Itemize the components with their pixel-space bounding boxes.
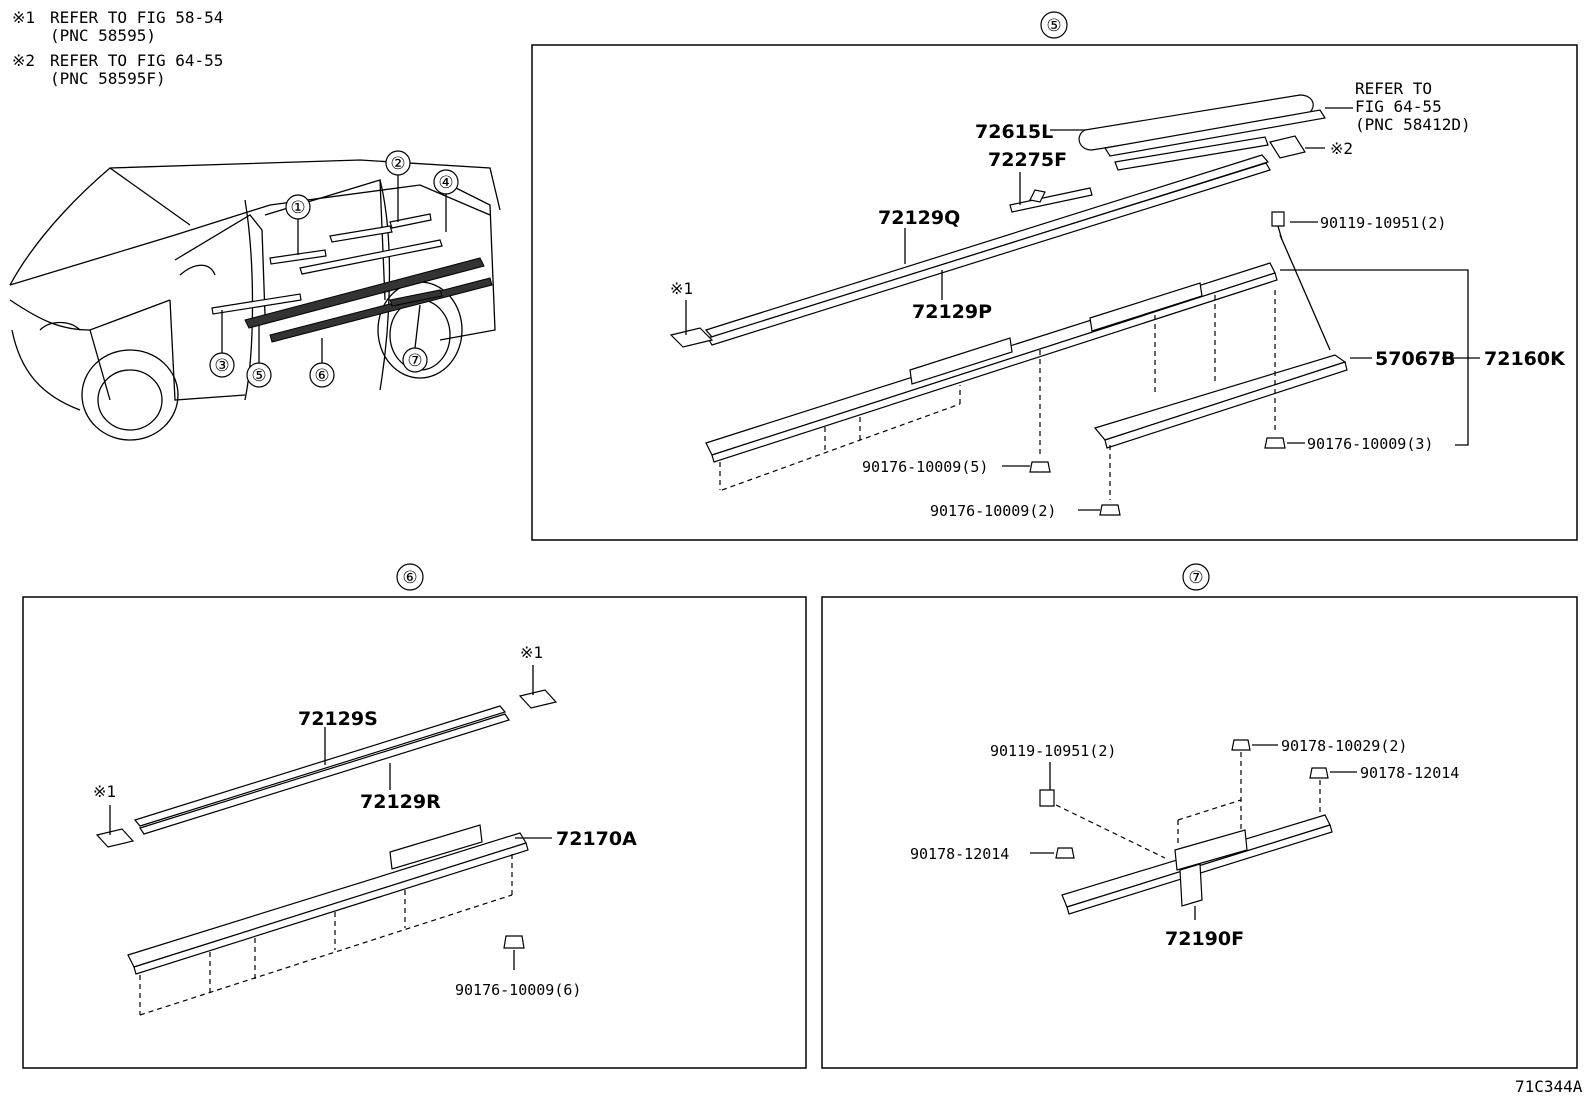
svg-text:※1: ※1 — [520, 643, 543, 662]
callout-7: ⑦ — [402, 304, 428, 373]
svg-text:72129Q: 72129Q — [878, 207, 960, 229]
svg-text:90119-10951(2): 90119-10951(2) — [990, 742, 1116, 760]
svg-text:90119-10951(2): 90119-10951(2) — [1320, 214, 1446, 232]
rail-72129Q — [704, 154, 1270, 338]
callout-6: ⑥ — [309, 338, 335, 388]
panel-7: ⑦ 90119-10951(2) 90178-10029(2) 90178-12… — [821, 563, 1578, 1069]
panel-7-title: ⑦ — [1188, 568, 1203, 588]
svg-text:※1: ※1 — [670, 279, 693, 298]
svg-text:⑦: ⑦ — [407, 351, 422, 371]
pad-ref1-right — [518, 689, 558, 709]
svg-text:※1: ※1 — [93, 782, 116, 801]
svg-text:⑤: ⑤ — [251, 366, 266, 386]
vehicle-overview: ① ② ③ ④ ⑤ ⑥ ⑦ — [9, 150, 501, 441]
svg-text:90178-12014: 90178-12014 — [1360, 764, 1459, 782]
svg-text:72275F: 72275F — [988, 149, 1067, 171]
nut-90178-10029 — [1231, 739, 1251, 751]
nut-90178-12014-right — [1309, 767, 1329, 779]
bolt-90119 — [1271, 211, 1285, 227]
svg-text:90176-10009(3): 90176-10009(3) — [1307, 435, 1433, 453]
clip-6 — [503, 935, 525, 949]
svg-text:90178-10029(2): 90178-10029(2) — [1281, 737, 1407, 755]
svg-text:FIG 64-55: FIG 64-55 — [1355, 97, 1442, 116]
clip-2 — [1099, 504, 1121, 516]
clip-3 — [1264, 437, 1286, 449]
rail-72129S — [133, 705, 507, 827]
panel-5: ⑤ 72615L REFER TO FIG 64-55 (PNC 58412D)… — [531, 11, 1578, 541]
support-57067B — [1093, 354, 1347, 441]
svg-text:②: ② — [390, 154, 405, 174]
svg-text:72129S: 72129S — [298, 708, 378, 730]
svg-text:90176-10009(6): 90176-10009(6) — [455, 981, 581, 999]
panel-6: ⑥ ※1 72129S 72129R ※1 72170A 90176-10009… — [22, 563, 807, 1069]
callout-2: ② — [385, 150, 411, 222]
clip-5 — [1029, 461, 1051, 473]
note-2: ※2 REFER TO FIG 64-55 (PNC 58595F) — [12, 51, 223, 88]
callout-3: ③ — [209, 310, 235, 378]
svg-text:(PNC 58412D): (PNC 58412D) — [1355, 115, 1471, 134]
bolt-90119-p7 — [1039, 789, 1055, 807]
svg-text:72129P: 72129P — [912, 301, 992, 323]
svg-text:(PNC 58595F): (PNC 58595F) — [50, 69, 166, 88]
callout-4: ④ — [433, 169, 459, 232]
figure-code: 71C344A — [1515, 1077, 1583, 1096]
rail-assembly-72170A — [127, 832, 527, 968]
svg-text:※2: ※2 — [1330, 139, 1353, 158]
svg-text:72129R: 72129R — [360, 791, 441, 813]
svg-text:※2: ※2 — [12, 51, 35, 70]
note-1: ※1 REFER TO FIG 58-54 (PNC 58595) — [12, 8, 223, 45]
callout-1: ① — [285, 194, 311, 255]
panel-6-title: ⑥ — [402, 568, 417, 588]
svg-text:72160K: 72160K — [1484, 348, 1566, 370]
svg-text:72190F: 72190F — [1165, 928, 1244, 950]
panel-5-title: ⑤ — [1046, 16, 1061, 36]
svg-text:(PNC 58595): (PNC 58595) — [50, 26, 156, 45]
svg-text:72615L: 72615L — [975, 121, 1053, 143]
svg-text:90176-10009(2): 90176-10009(2) — [930, 502, 1056, 520]
svg-text:③: ③ — [214, 356, 229, 376]
svg-text:REFER TO FIG 64-55: REFER TO FIG 64-55 — [50, 51, 223, 70]
svg-text:90176-10009(5): 90176-10009(5) — [862, 458, 988, 476]
svg-text:REFER TO FIG 58-54: REFER TO FIG 58-54 — [50, 8, 223, 27]
bracket-72275F — [1009, 187, 1093, 213]
svg-text:①: ① — [290, 198, 305, 218]
svg-text:57067B: 57067B — [1375, 348, 1456, 370]
svg-text:REFER TO: REFER TO — [1355, 79, 1432, 98]
svg-text:④: ④ — [438, 173, 453, 193]
nut-90178-12014-left — [1055, 847, 1075, 859]
svg-text:⑥: ⑥ — [314, 366, 329, 386]
pad-ref1-left — [95, 828, 135, 848]
svg-text:90178-12014: 90178-12014 — [910, 845, 1009, 863]
svg-text:※1: ※1 — [12, 8, 35, 27]
svg-text:72170A: 72170A — [556, 828, 637, 850]
callout-5: ⑤ — [246, 325, 272, 388]
